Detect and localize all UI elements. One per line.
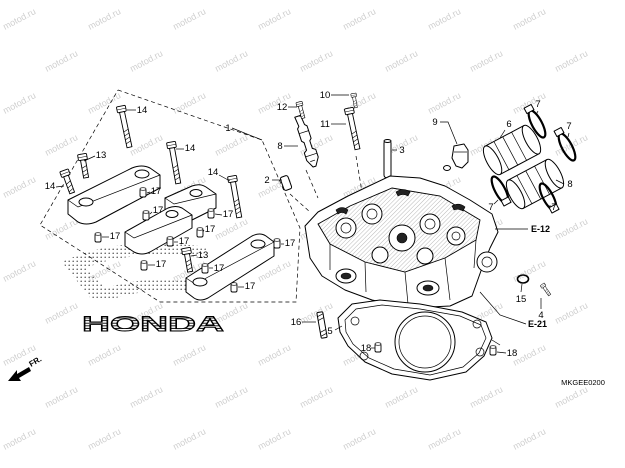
- callout-17: 17: [156, 259, 167, 270]
- clamps-7: [490, 103, 577, 214]
- callout-14: 14: [208, 167, 219, 178]
- callout-4: 4: [538, 310, 543, 321]
- dowel-3: [383, 139, 392, 179]
- reference-e12: E-12: [531, 224, 550, 234]
- callout-7: 7: [488, 202, 493, 213]
- group-outline: [39, 89, 301, 303]
- callout-3: 3: [399, 145, 404, 156]
- callouts: 14 13 14 14 17 17 14 17 17 17 17 13 17 1…: [45, 90, 573, 359]
- head-gasket: [337, 299, 493, 381]
- callout-8: 8: [277, 141, 282, 152]
- stud-16: [316, 311, 328, 339]
- callout-8: 8: [567, 179, 572, 190]
- callout-14: 14: [45, 181, 56, 192]
- sensor-9: [443, 143, 469, 171]
- intake-insulator-6: [482, 124, 542, 176]
- callout-17: 17: [151, 186, 162, 197]
- callout-16: 16: [291, 317, 302, 328]
- callout-2: 2: [264, 175, 269, 186]
- callout-9: 9: [432, 117, 437, 128]
- honda-wing: [62, 243, 208, 300]
- callout-17: 17: [245, 281, 256, 292]
- callout-14: 14: [185, 143, 196, 154]
- callout-13: 13: [96, 150, 107, 161]
- callout-5: 5: [327, 326, 332, 337]
- callout-7: 7: [566, 121, 571, 132]
- cam-holder-middle: [124, 206, 193, 255]
- callout-15: 15: [516, 294, 527, 305]
- callout-1: 1: [225, 123, 230, 134]
- reference-e21: E-21: [528, 319, 547, 329]
- callout-17: 17: [179, 236, 190, 247]
- callout-18: 18: [507, 348, 518, 359]
- cylinder-head: [304, 175, 499, 309]
- callout-13: 13: [198, 250, 209, 261]
- honda-logo-text: HONDA: [82, 313, 224, 336]
- o-ring-15: [516, 274, 530, 284]
- spark-plug: [294, 114, 319, 168]
- illustration-code: MKGEE0200: [561, 378, 605, 387]
- honda-logo: HONDA: [62, 243, 224, 336]
- callout-18: 18: [361, 343, 372, 354]
- callout-7: 7: [535, 99, 540, 110]
- callout-17: 17: [223, 209, 234, 220]
- callout-17: 17: [153, 205, 164, 216]
- leader-lines: [55, 94, 570, 354]
- callout-6: 6: [506, 119, 511, 130]
- front-arrow-icon: [8, 367, 31, 381]
- callout-17: 17: [205, 224, 216, 235]
- intake-insulator-8: [505, 158, 565, 210]
- callout-17: 17: [214, 263, 225, 274]
- callout-7: 7: [551, 202, 556, 213]
- cam-holder-lower: [185, 233, 275, 301]
- callout-11: 11: [320, 119, 330, 130]
- callout-12: 12: [277, 102, 288, 113]
- callout-10: 10: [320, 90, 331, 101]
- callout-17: 17: [110, 231, 121, 242]
- cam-holder-upper: [67, 165, 161, 225]
- callout-14: 14: [137, 105, 148, 116]
- pin-2: [279, 175, 293, 191]
- callout-17: 17: [285, 238, 296, 249]
